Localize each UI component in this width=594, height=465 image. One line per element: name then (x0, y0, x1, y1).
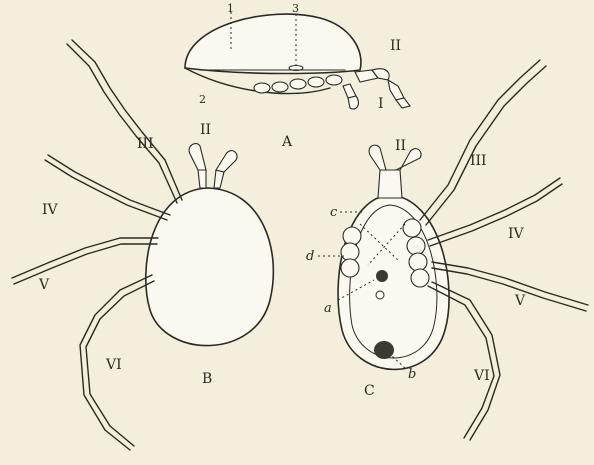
panel-label-b: B (202, 371, 212, 387)
panel-c-drawing (318, 60, 588, 440)
callout-1: 1 (227, 2, 234, 15)
leg-label-vi-b: VI (105, 357, 122, 373)
leg-label-ii-b: II (200, 122, 211, 138)
panel-b-drawing (12, 40, 273, 450)
panel-label-c: C (364, 383, 375, 399)
part-label-d: d (306, 249, 314, 264)
callout-3: 3 (292, 2, 299, 15)
leg-label-v-b: V (38, 277, 50, 293)
panel-label-a: A (281, 134, 293, 150)
leg-label-iii-c: III (470, 153, 487, 169)
callout-2: 2 (199, 93, 206, 106)
part-label-b: b (408, 367, 416, 382)
leg-label-vi-c: VI (473, 368, 490, 384)
leg-label-v-c: V (514, 293, 526, 309)
leg-label-ii-a: II (390, 38, 401, 54)
leg-label-ii-c: II (395, 138, 406, 154)
leg-label-iv-c: IV (508, 226, 525, 242)
leg-label-i-a: I (378, 96, 384, 112)
leg-label-iii-b: III (137, 136, 154, 152)
part-label-a: a (324, 301, 332, 316)
part-label-c: c (330, 205, 338, 220)
leg-label-iv-b: IV (42, 202, 59, 218)
panel-a-drawing (185, 12, 410, 109)
